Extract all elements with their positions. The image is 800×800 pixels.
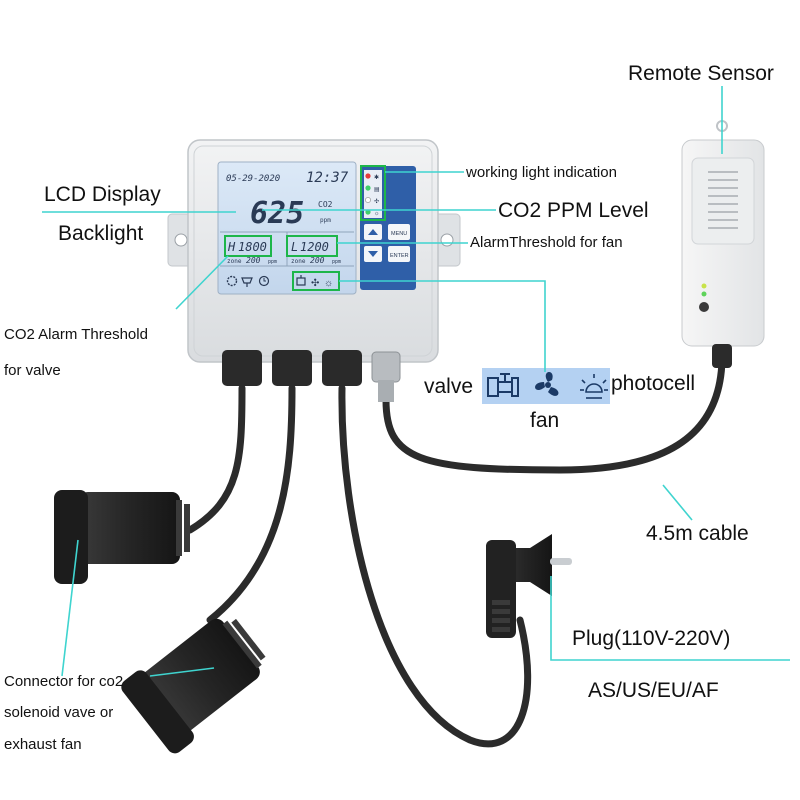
- valve-mini-icon: [296, 275, 306, 286]
- lcd-zone-label-1: zone: [227, 258, 242, 265]
- lcd-date: 05-29-2020: [226, 174, 280, 184]
- lcd-zone-unit-1: ppm: [268, 259, 277, 265]
- menu-button-label: MENU: [391, 231, 407, 237]
- lcd-high-label: H: [227, 240, 236, 254]
- callout-connector-lower: [149, 667, 215, 677]
- status-led-green-2: [365, 197, 371, 203]
- cable-sensor: [382, 356, 726, 474]
- svg-text:☼: ☼: [374, 211, 380, 217]
- lcd-ppm-value: 625: [250, 196, 304, 231]
- label-fan: fan: [530, 409, 560, 432]
- label-co2-alarm-valve-1: CO2 Alarm Threshold: [4, 326, 148, 343]
- lcd-low-label: L: [291, 240, 298, 254]
- label-lcd-display: LCD Display: [44, 183, 161, 206]
- cables: [186, 356, 726, 748]
- label-photocell: photocell: [611, 372, 696, 395]
- status-led-green-1: [365, 185, 371, 191]
- enter-button-label: ENTER: [390, 253, 409, 259]
- svg-text:✣: ✣: [374, 198, 379, 205]
- label-backlight: Backlight: [58, 222, 144, 245]
- controller-unit: 05-29-2020 12:37 625 CO2 ppm H 1800 L 12…: [167, 139, 461, 402]
- fan-icon: [535, 371, 559, 396]
- label-plug-2: AS/US/EU/AF: [588, 679, 719, 702]
- callout-connector-upper: [61, 539, 79, 677]
- lcd-high-value: 1800: [238, 240, 267, 254]
- label-cable: 4.5m cable: [646, 522, 749, 545]
- gear-icon: [226, 275, 238, 287]
- label-valve: valve: [424, 375, 474, 398]
- light-icon: [241, 277, 253, 287]
- output-icon-strip: [482, 368, 610, 404]
- cable-right: [338, 384, 532, 748]
- cable-glands: [222, 350, 401, 402]
- callout-plug: [550, 576, 790, 661]
- callout-cable: [662, 484, 693, 521]
- control-panel: ✱ ▤ ✣ ☼ MENU ENTER: [360, 166, 416, 290]
- svg-text:▤: ▤: [374, 187, 380, 193]
- highlight-low-threshold: [286, 235, 338, 257]
- lcd-screen: 05-29-2020 12:37 625 CO2 ppm H 1800 L 12…: [217, 161, 357, 295]
- lcd-zone-unit-2: ppm: [332, 259, 341, 265]
- lcd-time: 12:37: [306, 170, 349, 186]
- label-plug-1: Plug(110V-220V): [572, 627, 731, 650]
- callout-alarm-valve: [175, 255, 229, 310]
- photocell-icon: [580, 374, 608, 399]
- svg-text:✱: ✱: [374, 174, 379, 181]
- highlight-led-indicators: [360, 165, 386, 221]
- label-co2-alarm-valve-2: for valve: [4, 362, 61, 379]
- label-co2-ppm-level: CO2 PPM Level: [498, 199, 649, 222]
- menu-button[interactable]: [388, 224, 410, 240]
- enter-button[interactable]: [388, 246, 410, 262]
- label-connector-2: solenoid vave or: [4, 704, 114, 721]
- fan-mini-icon: ✣: [311, 278, 319, 289]
- lcd-zone-low: 200: [310, 256, 325, 265]
- label-remote-sensor: Remote Sensor: [628, 62, 774, 85]
- sensor-button[interactable]: [699, 302, 709, 312]
- photocell-mini-icon: ☼: [324, 278, 333, 289]
- clock-icon: [258, 275, 270, 287]
- callout-output-icons: [339, 280, 546, 372]
- label-connector-1: Connector for co2: [4, 673, 124, 690]
- valve-icon: [487, 373, 519, 397]
- label-working-light: working light indication: [466, 164, 617, 181]
- lcd-co2-unit: CO2: [318, 200, 333, 209]
- connector-socket-upper: [54, 490, 190, 584]
- status-led-red: [365, 173, 371, 179]
- remote-sensor-unit: [681, 120, 765, 368]
- highlight-high-threshold: [224, 235, 272, 257]
- label-alarm-fan: AlarmThreshold for fan: [470, 234, 623, 251]
- sensor-led-2: [701, 291, 707, 297]
- power-plug: [486, 534, 572, 638]
- lcd-ppm-unit: ppm: [320, 217, 331, 224]
- sensor-led-1: [701, 283, 707, 289]
- label-connector-3: exhaust fan: [4, 736, 82, 753]
- cable-middle: [206, 384, 296, 624]
- connector-socket-lower: [121, 618, 266, 754]
- callout-lines: [42, 86, 790, 677]
- lcd-low-value: 1200: [300, 240, 329, 254]
- cable-left: [186, 384, 246, 534]
- lcd-zone-high: 200: [246, 256, 261, 265]
- lcd-zone-label-2: zone: [291, 258, 306, 265]
